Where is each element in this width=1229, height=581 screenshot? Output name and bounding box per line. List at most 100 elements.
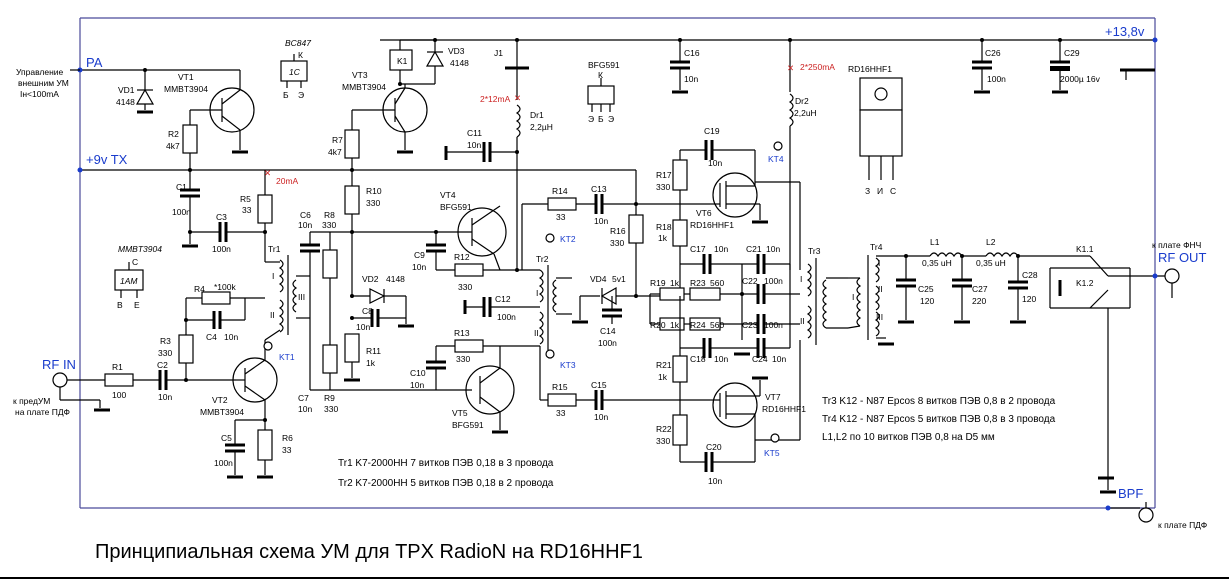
c9-ref: C9	[414, 250, 425, 260]
jumper-j1	[505, 38, 529, 100]
transformer-tr2	[538, 265, 572, 350]
c13-ref: C13	[591, 184, 607, 194]
r22-value: 330	[656, 436, 670, 446]
capacitor-c9	[426, 230, 446, 270]
note-tr2: Tr2 K7-2000HH 5 витков ПЭВ 0,18 в 2 пров…	[338, 478, 554, 489]
relay-k1	[389, 38, 437, 86]
bfg591-pin-top: К	[598, 70, 603, 80]
r16-value: 330	[610, 238, 624, 248]
r21-ref: R21	[656, 360, 672, 370]
capacitor-c25	[896, 256, 916, 324]
c16-ref: C16	[684, 48, 700, 58]
current-mark-j1: ✕	[514, 93, 521, 103]
l2-ref: L2	[986, 237, 996, 247]
c12-ref: C12	[495, 294, 511, 304]
transformer-tr3	[806, 258, 848, 345]
capacitor-c27	[952, 256, 972, 324]
rf-in-note-1: к предУМ	[13, 396, 50, 406]
c14-value: 100n	[598, 338, 617, 348]
c25-value: 120	[920, 296, 934, 306]
c7-value: 10n	[298, 404, 312, 414]
r14-ref: R14	[552, 186, 568, 196]
r5-value: 33	[242, 205, 252, 215]
choke-dr2	[788, 38, 794, 270]
c8-ref: C8	[362, 306, 373, 316]
test-point-kt3[interactable]	[545, 349, 555, 359]
relay-contacts-k1	[1049, 255, 1142, 509]
capacitor-c10	[426, 346, 472, 391]
l1-value: 0,35 uH	[922, 258, 952, 268]
note-l1l2: L1,L2 по 10 витков ПЭВ 0,8 на D5 мм	[822, 432, 995, 443]
test-point-kt1[interactable]	[263, 341, 273, 351]
vt6-ref: VT6	[696, 208, 712, 218]
tr2-winding-ii: II	[534, 328, 539, 338]
rd16hhf1-name: RD16HHF1	[848, 64, 892, 74]
vt6-value: RD16HHF1	[690, 220, 734, 230]
r7-ref: R7	[332, 135, 343, 145]
capacitor-c14	[602, 296, 622, 324]
c5-value: 100n	[214, 458, 233, 468]
c29-ref: C29	[1064, 48, 1080, 58]
vd4-ref: VD4	[590, 274, 607, 284]
current-mark-dr2: ✕	[787, 63, 794, 73]
rf-in-note-2: на плате ПДФ	[15, 407, 70, 417]
vt3-ref: VT3	[352, 70, 368, 80]
k1-ref: K1	[397, 56, 408, 66]
mmbt3904-pin-b: B	[117, 300, 123, 310]
transformer-tr1	[264, 255, 310, 341]
capacitor-c11	[444, 142, 519, 162]
capacitor-c15	[594, 390, 710, 410]
c2-value: 10n	[158, 392, 172, 402]
transistor-vt5	[465, 346, 515, 434]
r10-value: 330	[366, 198, 380, 208]
diode-vd1	[135, 68, 155, 114]
supply-label: +13,8v	[1105, 24, 1145, 39]
tr3-winding-ii: II	[800, 316, 805, 326]
c25-ref: C25	[918, 284, 934, 294]
r18-value: 1k	[658, 233, 668, 243]
current-20ma: 20mA	[276, 176, 299, 186]
mmbt3904-name: MMBT3904	[118, 244, 162, 254]
c29-value: 2000µ 16v	[1060, 74, 1101, 84]
r12-ref: R12	[454, 252, 470, 262]
mmbt3904-pin-top: C	[132, 257, 138, 267]
test-point-kt4[interactable]	[773, 141, 783, 151]
rf-out-connector[interactable]	[1142, 268, 1180, 298]
test-point-kt2[interactable]	[545, 233, 555, 243]
tr4-winding-prim: I	[852, 292, 854, 302]
vt7-ref: VT7	[765, 392, 781, 402]
choke-dr1	[515, 104, 521, 270]
resistor-r16	[628, 170, 644, 296]
tr3-ref: Tr3	[808, 246, 821, 256]
r23-ref: R23	[690, 278, 706, 288]
capacitor-c1	[180, 170, 200, 248]
r8-value: 330	[322, 220, 336, 230]
transistor-vt3	[352, 84, 428, 154]
vt1-value: MMBT3904	[164, 84, 208, 94]
r5-ref: R5	[240, 194, 251, 204]
r18-ref: R18	[656, 222, 672, 232]
rd16hhf1-pin-d: С	[890, 186, 896, 196]
current-2x250ma: 2*250mA	[800, 62, 835, 72]
r16-ref: R16	[610, 226, 626, 236]
bc847-pin-e: Э	[298, 90, 304, 100]
vt5-value: BFG591	[452, 420, 484, 430]
bpf-connector[interactable]	[1098, 476, 1154, 523]
test-point-kt5[interactable]	[770, 433, 780, 443]
c17-value: 10n	[714, 244, 728, 254]
resistor-r5	[257, 170, 273, 262]
resistor-r2	[182, 110, 198, 172]
capacitor-c5	[225, 418, 267, 479]
rf-in-connector[interactable]	[52, 372, 110, 412]
dr1-value: 2,2µH	[530, 122, 553, 132]
vd2-ref: VD2	[362, 274, 379, 284]
r21-value: 1k	[658, 372, 668, 382]
resistor-r1	[67, 373, 160, 387]
mosfet-vt7	[710, 340, 801, 441]
capacitor-c17	[680, 254, 758, 274]
r1-value: 100	[112, 390, 126, 400]
c6-ref: C6	[300, 210, 311, 220]
mmbt3904-pinout	[114, 262, 144, 298]
diagram-title: Принципиальная схема УМ для TPX RadioN н…	[95, 541, 643, 563]
